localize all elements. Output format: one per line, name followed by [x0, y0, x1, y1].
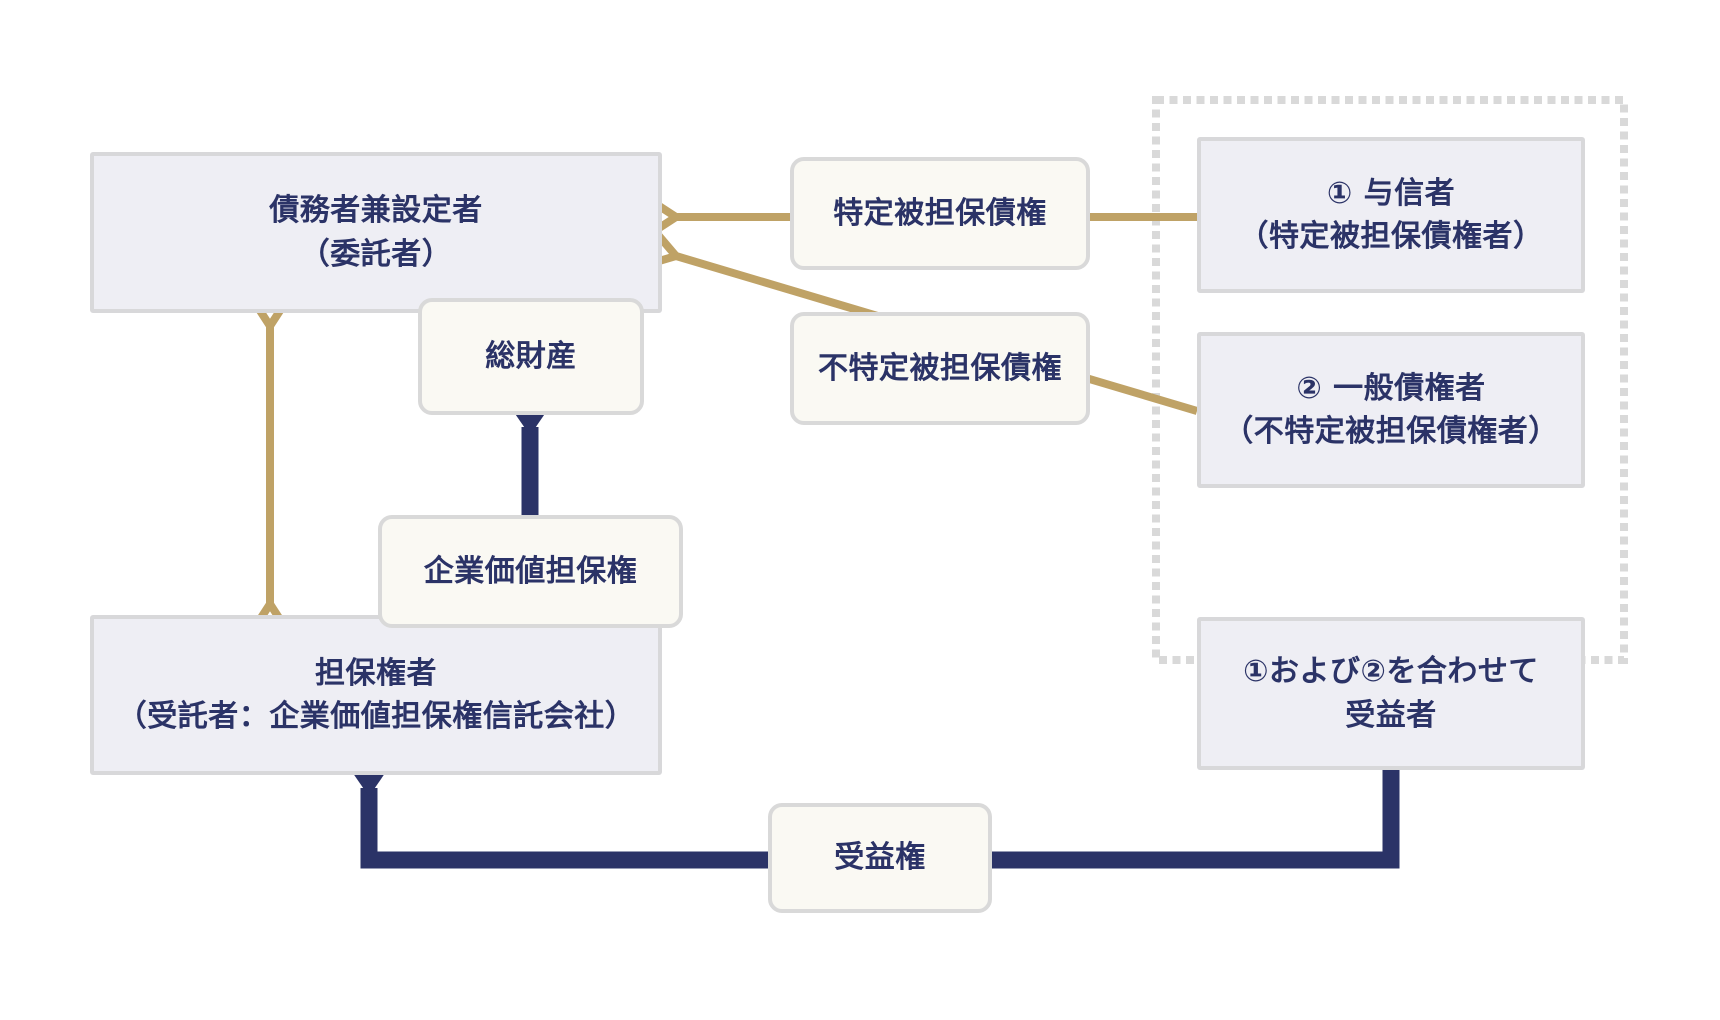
creditor1-label-line2: （特定被担保債権者）	[1238, 219, 1544, 254]
unspecified-claim-label: 不特定被担保債権	[818, 350, 1062, 386]
security-holder-box: 担保権者 （受託者：企業価値担保権信託会社）	[90, 615, 662, 775]
creditor1-box: ① 与信者 （特定被担保債権者）	[1197, 137, 1585, 293]
debtor-settlor-box: 債務者兼設定者 （委託者）	[90, 152, 662, 313]
unspecified-claim-label-box: 不特定被担保債権	[790, 312, 1090, 425]
enterprise-security-box: 企業価値担保権	[378, 515, 683, 628]
specified-claim-label-box: 特定被担保債権	[790, 157, 1090, 270]
debtor-settlor-label-line2: （委託者）	[299, 236, 453, 272]
specified-claim-label: 特定被担保債権	[833, 195, 1047, 231]
creditor2-label-line2: （不特定被担保債権者）	[1223, 414, 1559, 449]
beneficial-interest-label: 受益権	[834, 840, 926, 876]
debtor-settlor-label-line1: 債務者兼設定者	[269, 193, 483, 228]
security-holder-label-line2: （受託者：企業価値担保権信託会社）	[116, 699, 636, 734]
security-holder-label-line1: 担保権者	[315, 655, 437, 691]
creditor2-label-line1: ② 一般債権者	[1296, 370, 1486, 406]
beneficiary-box: ①および②を合わせて 受益者	[1197, 617, 1585, 770]
beneficial-interest-label-box: 受益権	[768, 803, 992, 913]
enterprise-security-label: 企業価値担保権	[423, 553, 638, 589]
beneficiary-label-line1: ①および②を合わせて	[1243, 654, 1539, 689]
creditor2-box: ② 一般債権者 （不特定被担保債権者）	[1197, 332, 1585, 488]
beneficiary-label-line2: 受益者	[1345, 697, 1437, 733]
total-assets-box: 総財産	[418, 298, 644, 415]
creditor1-label-line1: ① 与信者	[1326, 175, 1456, 211]
total-assets-label: 総財産	[485, 338, 577, 374]
